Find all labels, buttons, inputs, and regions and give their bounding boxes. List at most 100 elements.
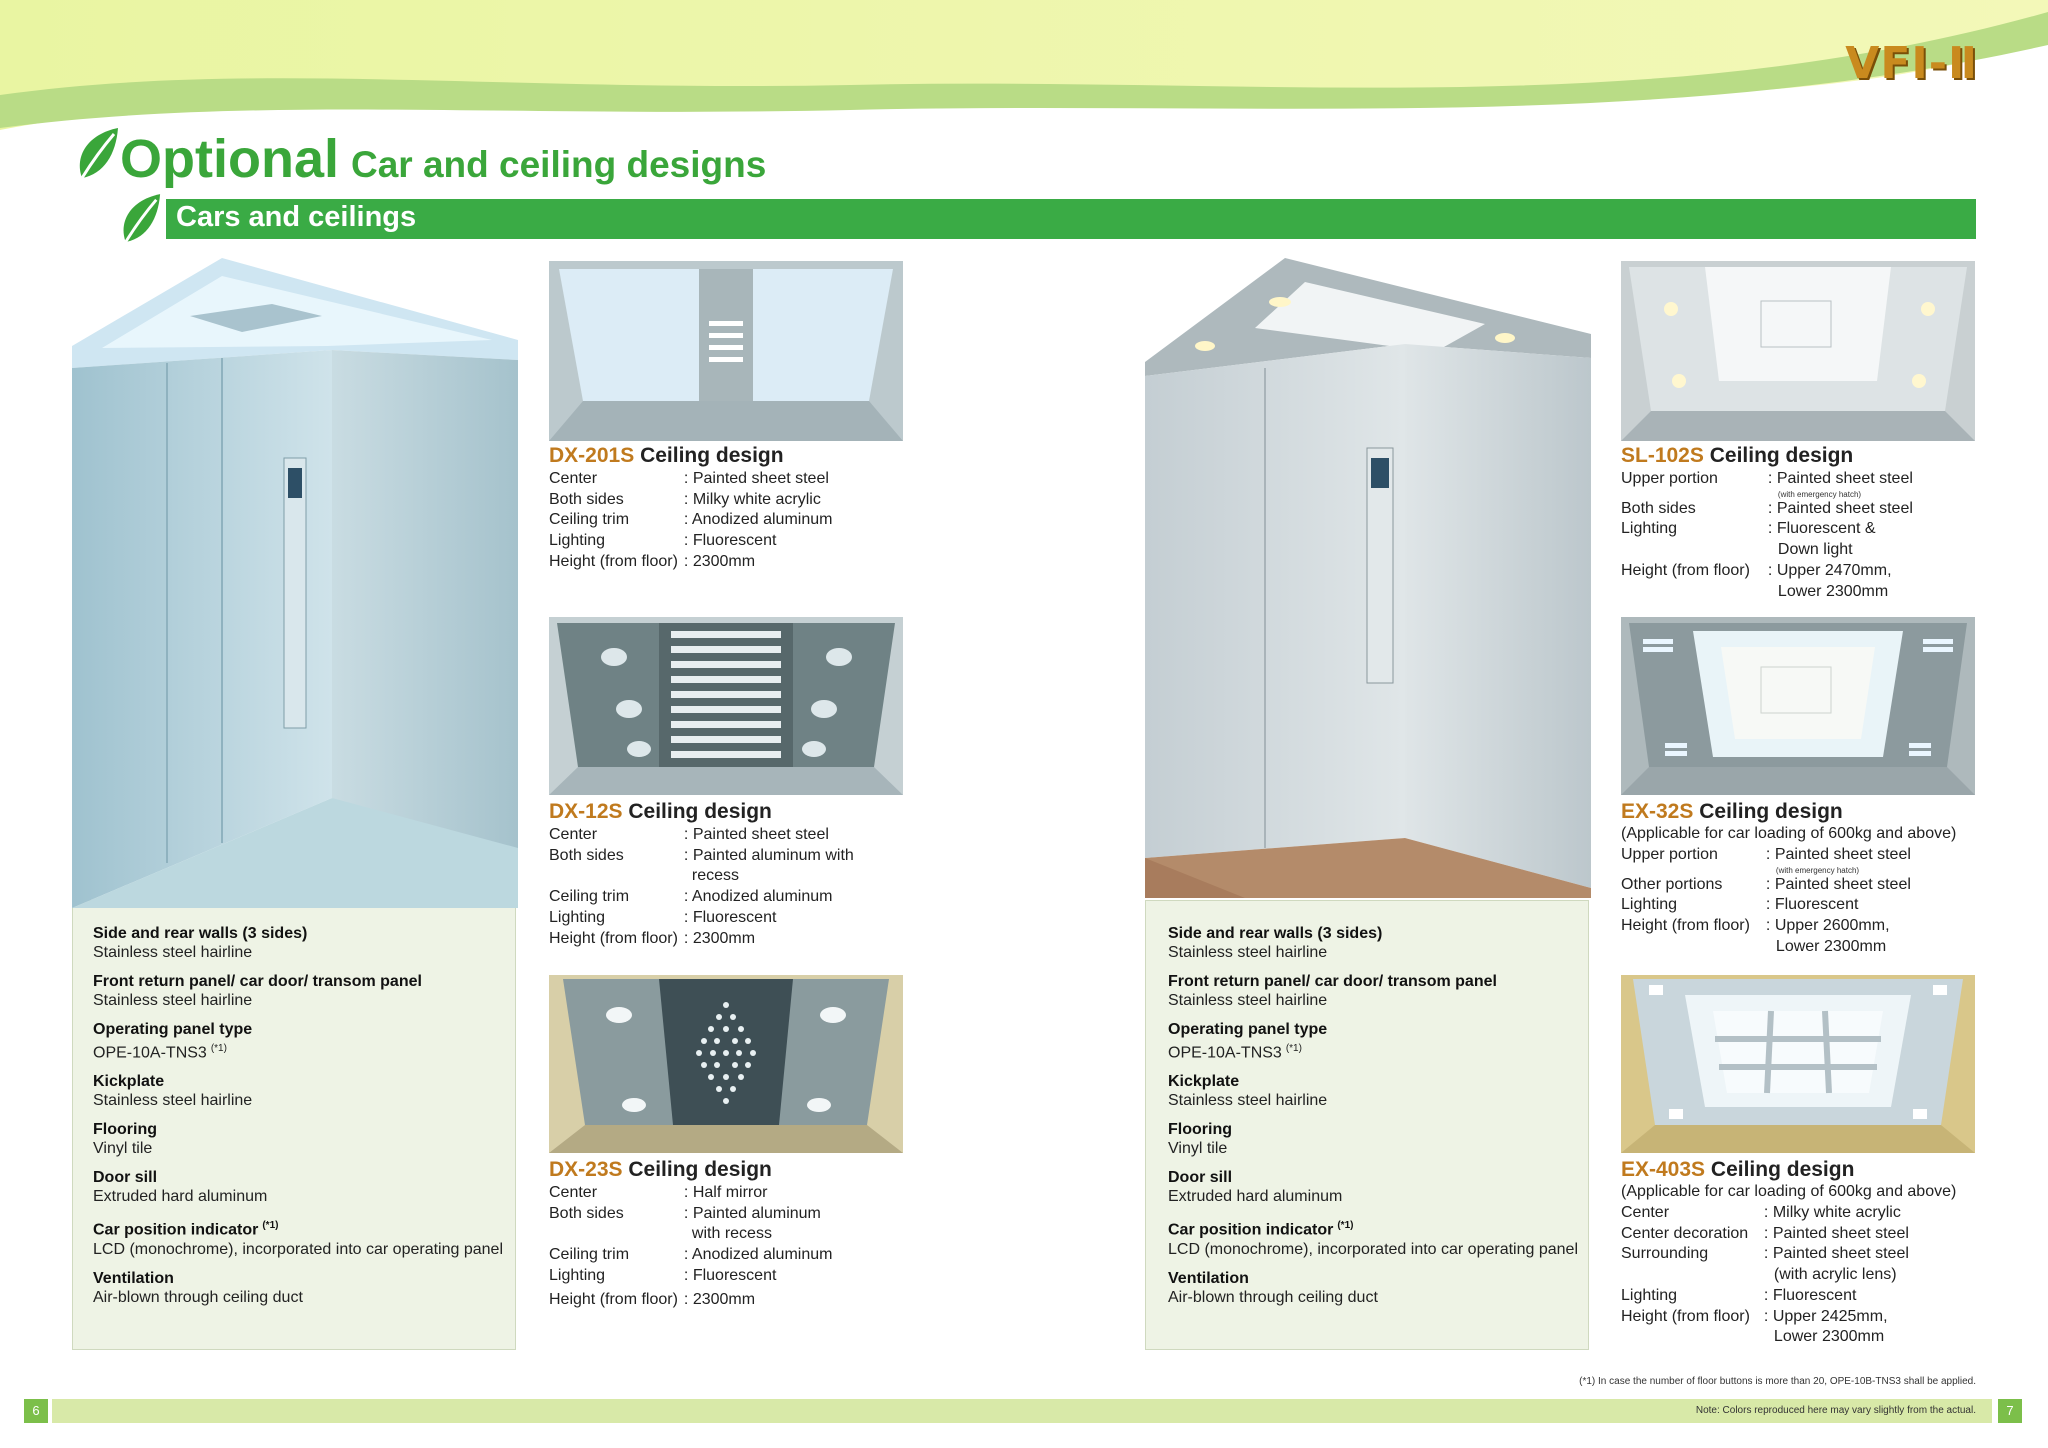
ceiling-applicability-note: (Applicable for car loading of 600kg and…: [1621, 825, 1957, 842]
spec-key: Height (from floor): [549, 929, 678, 947]
spec-item: Side and rear walls (3 sides)Stainless s…: [93, 924, 513, 962]
spec-key: Lighting: [1621, 1286, 1678, 1304]
footnote-marker: (*1): [262, 1220, 279, 1232]
ceiling-photo-dx12s: [549, 617, 903, 795]
spec-title: Door sill: [1168, 1169, 1233, 1187]
spec-row: Height (from floor) : Upper 2425mm,Lower …: [1621, 1307, 1909, 1348]
ceiling-name: Ceiling design: [1710, 1158, 1855, 1181]
spec-item: Front return panel/ car door/ transom pa…: [93, 972, 513, 1010]
spec-val: : Fluorescent &Down light: [1768, 519, 1913, 560]
spec-title: Flooring: [1168, 1121, 1232, 1139]
spec-key: Lighting: [549, 908, 606, 926]
spec-key: Lighting: [549, 532, 606, 550]
spec-val-line: : Fluorescent &: [1767, 520, 1876, 538]
spec-val-line: : Painted sheet steel: [1767, 470, 1913, 487]
section-bar: [166, 199, 1976, 239]
ceiling-title: DX-23S Ceiling design: [549, 1158, 772, 1182]
spec-val: : Fluorescent: [683, 908, 777, 926]
spec-key: Center decoration: [1621, 1224, 1749, 1242]
spec-key: Upper portion: [1621, 846, 1718, 863]
ceiling-title: SL-102S Ceiling design: [1621, 444, 1853, 468]
spec-item: Car position indicator(*1)LCD (monochrom…: [1168, 1216, 1588, 1258]
color-note: Note: Colors reproduced here may vary sl…: [1695, 1405, 1976, 1416]
brand-logo: VFI-Ⅱ: [1845, 38, 1978, 89]
ceiling-title: EX-32S Ceiling design: [1621, 800, 1843, 824]
spec-row: Height (from floor): 2300mm: [549, 552, 832, 573]
spec-value-text: OPE-10A-TNS3: [93, 1044, 207, 1062]
spec-key: Lighting: [1621, 896, 1678, 914]
car-spec-list-right: Side and rear walls (3 sides) Stainless s…: [1168, 924, 1588, 1317]
ceiling-title: DX-12S Ceiling design: [549, 800, 772, 824]
spec-row: Height (from floor): 2300mm: [549, 1287, 832, 1311]
ceiling-spec-table: Center: Half mirror Both sides: Painted …: [549, 1183, 832, 1310]
spec-val-line: (with acrylic lens): [1773, 1266, 1897, 1284]
spec-row: Other portions : Painted sheet steel: [1621, 875, 1911, 896]
elevator-car-photo-brown-floor: [1145, 258, 1591, 898]
spec-val: : 2300mm: [683, 929, 756, 947]
footnote-marker: (*1): [1337, 1220, 1354, 1232]
spec-val-line: : Painted sheet steel: [1765, 846, 1911, 863]
car-spec-list-left: Side and rear walls (3 sides)Stainless s…: [93, 924, 513, 1317]
spec-value: Extruded hard aluminum: [93, 1188, 268, 1206]
spec-item: Car position indicator(*1)LCD (monochrom…: [93, 1216, 513, 1258]
ceiling-photo-ex32s: [1621, 617, 1975, 795]
spec-key: Both sides: [549, 1204, 624, 1222]
ceiling-photo-sl102s: [1621, 261, 1975, 441]
spec-row: Lighting: Fluorescent: [1621, 895, 1911, 916]
spec-row: Center decoration: Painted sheet steel: [1621, 1224, 1909, 1245]
spec-row: Upper portion: Painted sheet steel(with …: [1621, 469, 1913, 499]
spec-value: LCD (monochrome), incorporated into car …: [93, 1240, 503, 1258]
ceiling-title: EX-403S Ceiling design: [1621, 1158, 1854, 1182]
elevator-car-photo-stainless: [72, 258, 518, 908]
spec-val-line: : Painted sheet steel: [1763, 1245, 1909, 1263]
spec-row: Lighting: Fluorescent &Down light: [1621, 519, 1913, 560]
spec-val: : Painted sheet steel: [1765, 875, 1911, 893]
spec-title: Side and rear walls (3 sides): [1168, 925, 1383, 942]
spec-val-line: : Upper 2600mm,: [1765, 917, 1890, 935]
spec-val-line: recess: [691, 867, 740, 885]
page-title: Optional Car and ceiling designs: [74, 128, 766, 190]
spec-title: Car position indicator(*1): [1168, 1216, 1588, 1239]
spec-title-text: Car position indicator: [1168, 1221, 1334, 1239]
spec-value: Extruded hard aluminum: [1168, 1188, 1343, 1206]
spec-key: Height (from floor): [1621, 917, 1750, 935]
spec-val: : Painted aluminum with recess: [684, 846, 854, 887]
spec-val-line: : Painted aluminum with: [683, 846, 854, 864]
ceiling-title: DX-201S Ceiling design: [549, 444, 784, 468]
spec-title: Kickplate: [93, 1073, 165, 1091]
spec-val-sub: (with emergency hatch): [1775, 865, 1860, 875]
page-title-sub: Car and ceiling designs: [350, 144, 767, 185]
spec-key: Other portions: [1621, 875, 1723, 893]
spec-key: Center: [549, 1184, 598, 1201]
spec-key: Surrounding: [1621, 1245, 1709, 1263]
spec-key: Height (from floor): [1621, 1307, 1750, 1325]
spec-val-sub: (with emergency hatch): [1777, 489, 1862, 499]
spec-value: Stainless steel hairline: [1168, 1092, 1328, 1110]
spec-title: Operating panel type: [1168, 1021, 1328, 1038]
spec-key: Ceiling trim: [549, 511, 630, 529]
spec-row: Lighting: Fluorescent: [1621, 1286, 1909, 1307]
spec-title: Ventilation: [93, 1269, 174, 1287]
spec-val: : Painted sheet steel: [1767, 499, 1913, 517]
spec-title: Flooring: [93, 1121, 157, 1139]
ceiling-spec-table: Center: Painted sheet steel Both sides: …: [549, 825, 854, 949]
spec-title: Kickplate: [1168, 1073, 1240, 1091]
spec-val: : Anodized aluminum: [683, 888, 833, 906]
spec-item: Side and rear walls (3 sides)Stainless s…: [1168, 924, 1588, 962]
spec-val: : Milky white acrylic: [1763, 1204, 1901, 1221]
spec-val-line: : Painted aluminum: [683, 1204, 821, 1222]
spec-val: : Anodized aluminum: [683, 511, 833, 529]
page-number-right: 7: [1998, 1399, 2022, 1423]
spec-value: Vinyl tile: [1168, 1140, 1228, 1158]
ceiling-code: SL-102S: [1621, 444, 1704, 467]
spec-row: Height (from floor) : 2300mm: [549, 929, 854, 950]
page-title-main: Optional: [120, 129, 339, 189]
spec-val-line: Lower 2300mm: [1775, 937, 1887, 955]
spec-key: Both sides: [1621, 499, 1696, 517]
spec-val: : Upper 2425mm,Lower 2300mm: [1764, 1307, 1909, 1348]
